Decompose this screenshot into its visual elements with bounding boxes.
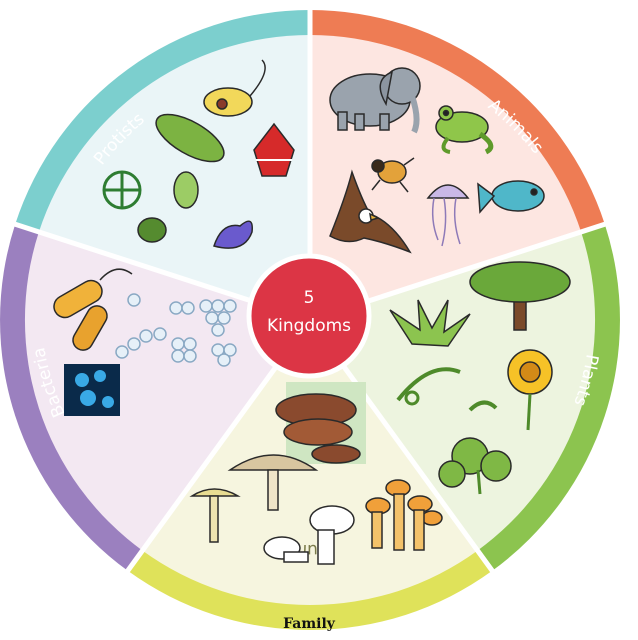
- amoeba-icon: [213, 220, 253, 249]
- small-mushroom-icon: [189, 488, 241, 543]
- tree-icon: [469, 261, 571, 331]
- micrograph-icon: [64, 364, 120, 416]
- center-number: 5: [304, 288, 315, 308]
- bracket-fungus-icon: [275, 382, 366, 464]
- coccus-cluster-icon: [169, 299, 237, 367]
- orange-mushroom-cluster-icon: [365, 479, 443, 551]
- protists-illustrations: [102, 59, 295, 249]
- coccus-chain-icon: [115, 293, 167, 359]
- ciliate-icon: [137, 217, 167, 243]
- fern-icon: [396, 367, 498, 412]
- paramecium-icon: [155, 113, 225, 163]
- animals-illustrations: [329, 67, 545, 254]
- center-label: Kingdoms: [267, 316, 351, 336]
- center-circle: [246, 253, 372, 379]
- caption: Family: [283, 616, 335, 632]
- bacillus-icon: [53, 268, 133, 351]
- frog-icon: [435, 105, 494, 155]
- center-badge: 5 Kingdoms: [246, 253, 372, 379]
- herb-icon: [438, 437, 512, 495]
- elephant-icon: [329, 67, 421, 134]
- fungi-illustrations: [189, 382, 443, 565]
- bacteria-illustrations: [53, 268, 237, 416]
- aloe-icon: [389, 299, 471, 347]
- euglena-icon: [203, 59, 266, 117]
- mushroom-icon: [227, 454, 319, 511]
- volvox-icon: [173, 171, 199, 209]
- diatom-icon: [102, 170, 142, 210]
- plants-illustrations: [389, 261, 571, 495]
- eagle-icon: [329, 169, 412, 254]
- sunflower-icon: [507, 349, 553, 431]
- dinoflagellate-icon: [253, 122, 295, 177]
- white-mushroom-icon: [263, 505, 355, 565]
- jellyfish-icon: [426, 184, 470, 247]
- beetle-icon: [371, 157, 415, 193]
- fish-icon: [477, 180, 545, 214]
